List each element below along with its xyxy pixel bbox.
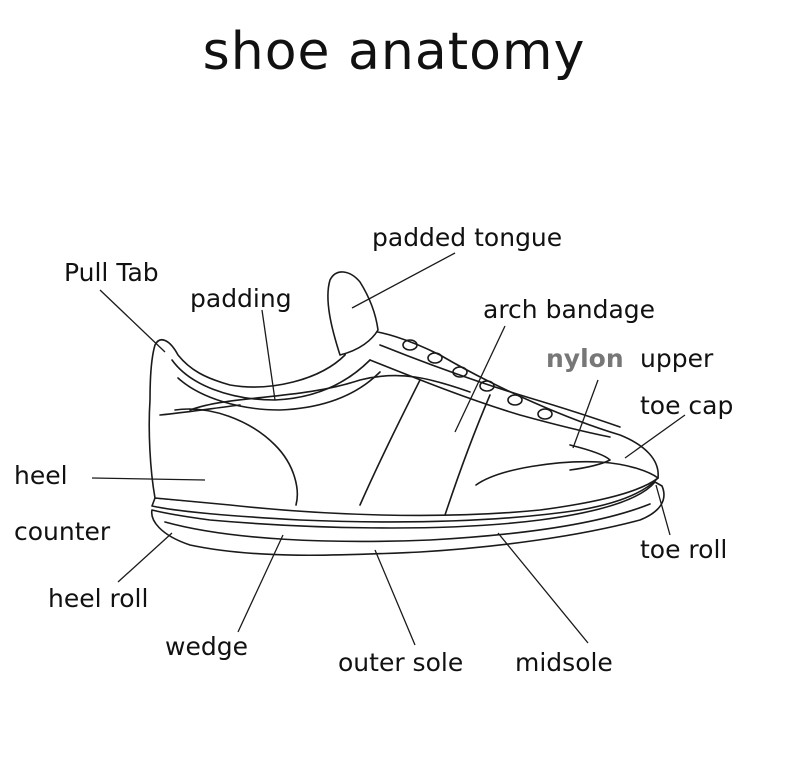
outsole-shape xyxy=(151,481,665,557)
label-midsole: midsole xyxy=(515,648,613,677)
label-heel-roll: heel roll xyxy=(48,584,149,613)
label-outer-sole: outer sole xyxy=(338,648,464,677)
label-upper: upper xyxy=(640,344,714,373)
tongue-shape xyxy=(327,271,379,356)
label-padding: padding xyxy=(190,284,292,313)
leader-lines xyxy=(91,252,686,646)
label-heel: heel xyxy=(14,461,68,490)
label-wedge: wedge xyxy=(165,632,248,661)
label-padded-tongue: padded tongue xyxy=(372,223,563,252)
label-toe-cap: toe cap xyxy=(640,391,734,420)
lace-eyelets xyxy=(402,339,553,420)
upper-shape xyxy=(148,329,659,517)
toe-cap-shape xyxy=(475,460,659,486)
label-counter: counter xyxy=(14,517,111,546)
diagram-title: shoe anatomy xyxy=(202,22,586,82)
label-arch-bandage: arch bandage xyxy=(483,295,656,324)
label-nylon: nylon xyxy=(546,344,624,373)
label-pull-tab: Pull Tab xyxy=(64,258,159,287)
label-toe-roll: toe roll xyxy=(640,535,728,564)
